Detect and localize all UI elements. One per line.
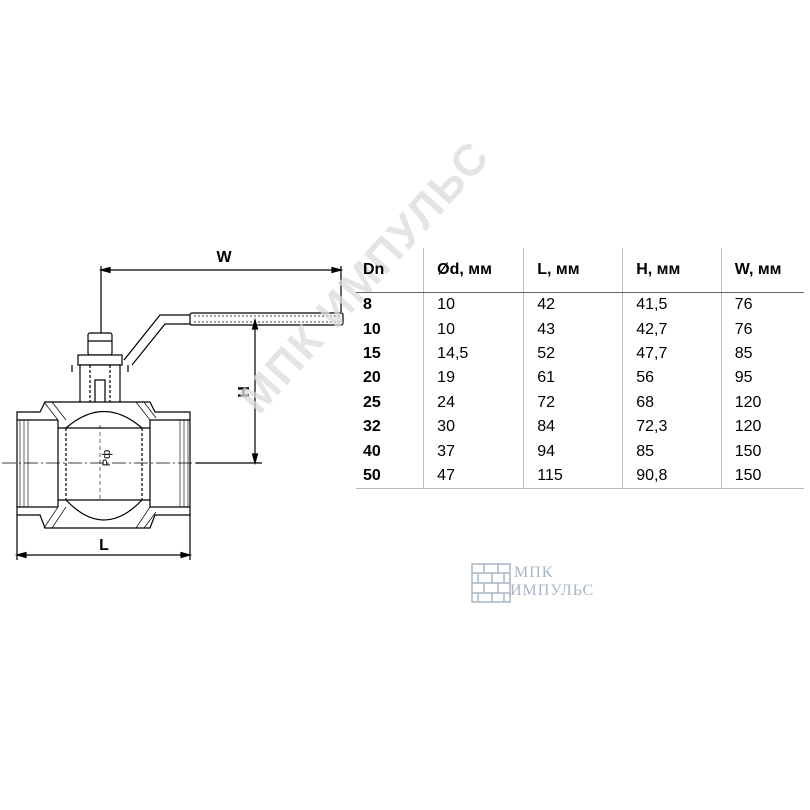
cell-length: 115 bbox=[523, 463, 623, 490]
cell-height: 56 bbox=[622, 366, 722, 391]
ball-valve-drawing: W H L Рф bbox=[2, 249, 344, 560]
cell-diameter: 10 bbox=[423, 317, 524, 342]
logo-text-line2: ИМПУЛЬС bbox=[510, 582, 595, 599]
brick-wall-icon bbox=[471, 563, 511, 603]
cell-height: 47,7 bbox=[622, 341, 722, 367]
cell-length: 61 bbox=[523, 366, 623, 391]
cell-diameter: 47 bbox=[423, 463, 524, 490]
header-diameter: Ød, мм bbox=[423, 248, 524, 293]
w-label: W bbox=[216, 249, 232, 266]
cell-height: 72,3 bbox=[622, 414, 722, 440]
bore-label: Рф bbox=[101, 450, 113, 466]
cell-length: 72 bbox=[523, 390, 623, 415]
h-label: H bbox=[236, 386, 253, 398]
cell-width: 76 bbox=[720, 292, 804, 318]
header-width: W, мм bbox=[720, 248, 804, 293]
cell-diameter: 14,5 bbox=[423, 341, 524, 367]
cell-width: 150 bbox=[720, 463, 804, 490]
cell-diameter: 37 bbox=[423, 439, 524, 464]
l-label: L bbox=[99, 537, 109, 554]
header-height: H, мм bbox=[622, 248, 722, 293]
cell-diameter: 30 bbox=[423, 414, 524, 440]
cell-height: 85 bbox=[622, 439, 722, 464]
cell-length: 42 bbox=[523, 292, 623, 318]
cell-dn: 15 bbox=[363, 344, 381, 362]
cell-length: 84 bbox=[523, 414, 623, 440]
cell-width: 150 bbox=[720, 439, 804, 464]
cell-dn: 20 bbox=[363, 369, 381, 387]
h-dimension bbox=[196, 317, 262, 466]
cell-width: 76 bbox=[720, 317, 804, 342]
cell-width: 120 bbox=[720, 390, 804, 415]
cell-diameter: 10 bbox=[423, 292, 524, 318]
cell-dn: 50 bbox=[356, 463, 424, 490]
cell-height: 42,7 bbox=[622, 317, 722, 342]
cell-diameter: 24 bbox=[423, 390, 524, 415]
cell-dn: 40 bbox=[363, 442, 381, 460]
cell-dn: 8 bbox=[363, 296, 372, 314]
handle-lever bbox=[123, 312, 344, 366]
cell-dn: 25 bbox=[363, 393, 381, 411]
cell-length: 43 bbox=[523, 317, 623, 342]
cell-dn: 32 bbox=[363, 418, 381, 436]
cell-diameter: 19 bbox=[423, 366, 524, 391]
cell-length: 52 bbox=[523, 341, 623, 367]
cell-width: 120 bbox=[720, 414, 804, 440]
table-header-row: Dn Ød, мм L, мм H, мм W, мм bbox=[356, 248, 804, 293]
stem-assembly bbox=[71, 332, 129, 419]
cell-width: 85 bbox=[720, 341, 804, 367]
header-length: L, мм bbox=[523, 248, 623, 293]
header-dn: Dn bbox=[356, 248, 424, 293]
cell-height: 90,8 bbox=[622, 463, 722, 490]
mpk-impuls-logo: МПК ИМПУЛЬС bbox=[470, 560, 610, 608]
cell-width: 95 bbox=[720, 366, 804, 391]
cell-dn: 10 bbox=[363, 320, 381, 338]
valve-body bbox=[16, 401, 191, 529]
cell-height: 41,5 bbox=[622, 292, 722, 318]
logo-text-line1: МПК bbox=[514, 564, 554, 581]
cell-length: 94 bbox=[523, 439, 623, 464]
cell-height: 68 bbox=[622, 390, 722, 415]
l-dimension bbox=[14, 515, 193, 560]
